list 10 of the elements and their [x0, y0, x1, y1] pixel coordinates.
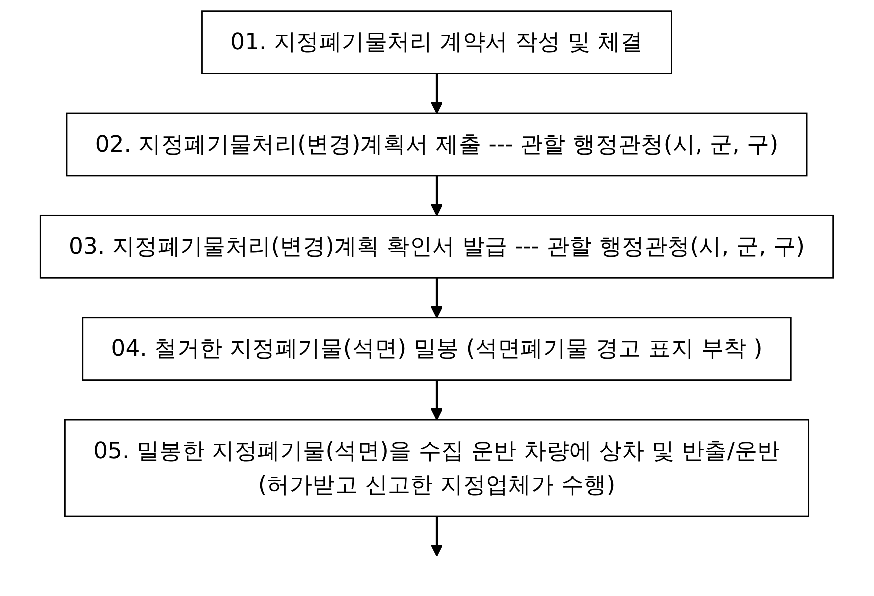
arrow [430, 176, 444, 216]
node-box: 03. 지정폐기물처리(변경)계획 확인서 발급 --- 관할 행정관청(시, 군, 구) [40, 214, 834, 279]
node-box: 04. 철거한 지정폐기물(석면) 밀봉 (석면폐기물 경고 표지 부착 ) [82, 317, 792, 382]
arrow [430, 380, 444, 421]
arrow [430, 516, 444, 557]
arrow [430, 278, 444, 318]
node-box: 02. 지정폐기물처리(변경)계획서 제출 --- 관할 행정관청(시, 군, 구) [66, 112, 808, 177]
arrow [430, 74, 444, 114]
node-box: 05. 밀봉한 지정폐기물(석면)을 수집 운반 차량에 상차 및 반출/운반 (허가받고 신고한 지정업체가 수행) [64, 419, 810, 518]
node-box: 01. 지정폐기물처리 계약서 작성 및 체결 [202, 10, 672, 74]
